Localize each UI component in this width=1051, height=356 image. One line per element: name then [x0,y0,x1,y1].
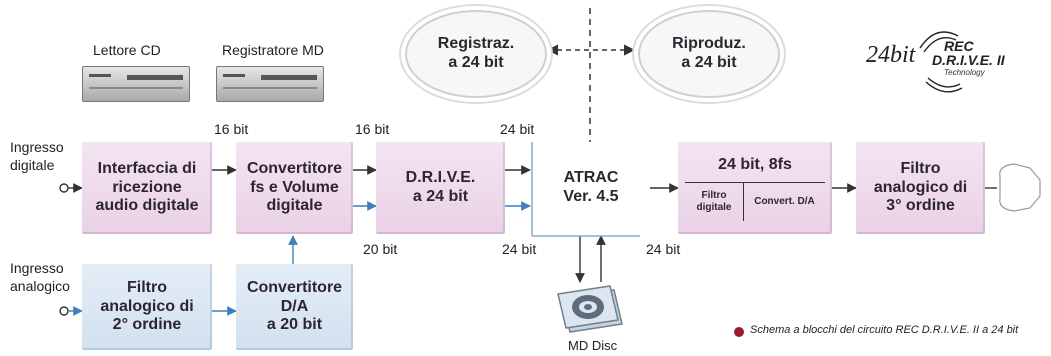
dac-8fs-title: 24 bit, 8fs [718,156,792,173]
record-24bit-bubble: Registraz.a 24 bit [405,10,547,98]
md-recorder-icon [216,66,324,102]
rec-drive-logo: 24bit REC D.R.I.V.E. II Technology [866,28,1016,96]
logo-arcs-icon [919,31,963,93]
play-24bit-bubble: Riproduz.a 24 bit [638,10,780,98]
da-converter-cell: Convert. D/A [754,196,815,208]
logo-tech-text: Technology [944,68,985,77]
caption-text: Schema a blocchi del circuito REC D.R.I.… [750,324,1019,336]
bit-label-20: 20 bit [363,241,398,257]
bit-label-24-top: 24 bit [500,121,535,137]
bit-label-24-bottom: 24 bit [502,241,537,257]
logo-24bit-text: 24bit [866,42,916,68]
analog-input-terminal [59,306,69,316]
logo-drive-text: D.R.I.V.E. II [932,52,1005,68]
md-recorder-label: Registratore MD [222,42,324,58]
digital-input-terminal [59,183,69,193]
cd-player-icon [82,66,190,102]
drive-block: D.R.I.V.E.a 24 bit [376,142,505,234]
cd-player-label: Lettore CD [93,42,161,58]
logo-rec-text: REC [944,38,974,54]
bit-label-16-a: 16 bit [214,121,249,137]
md-disc-icon [556,284,626,336]
md-disc-label: MD Disc [568,338,618,353]
bit-label-24-right: 24 bit [646,241,681,257]
output-connector-shape [999,163,1041,212]
bit-label-16-b: 16 bit [355,121,390,137]
caption-bullet-icon [734,327,744,337]
